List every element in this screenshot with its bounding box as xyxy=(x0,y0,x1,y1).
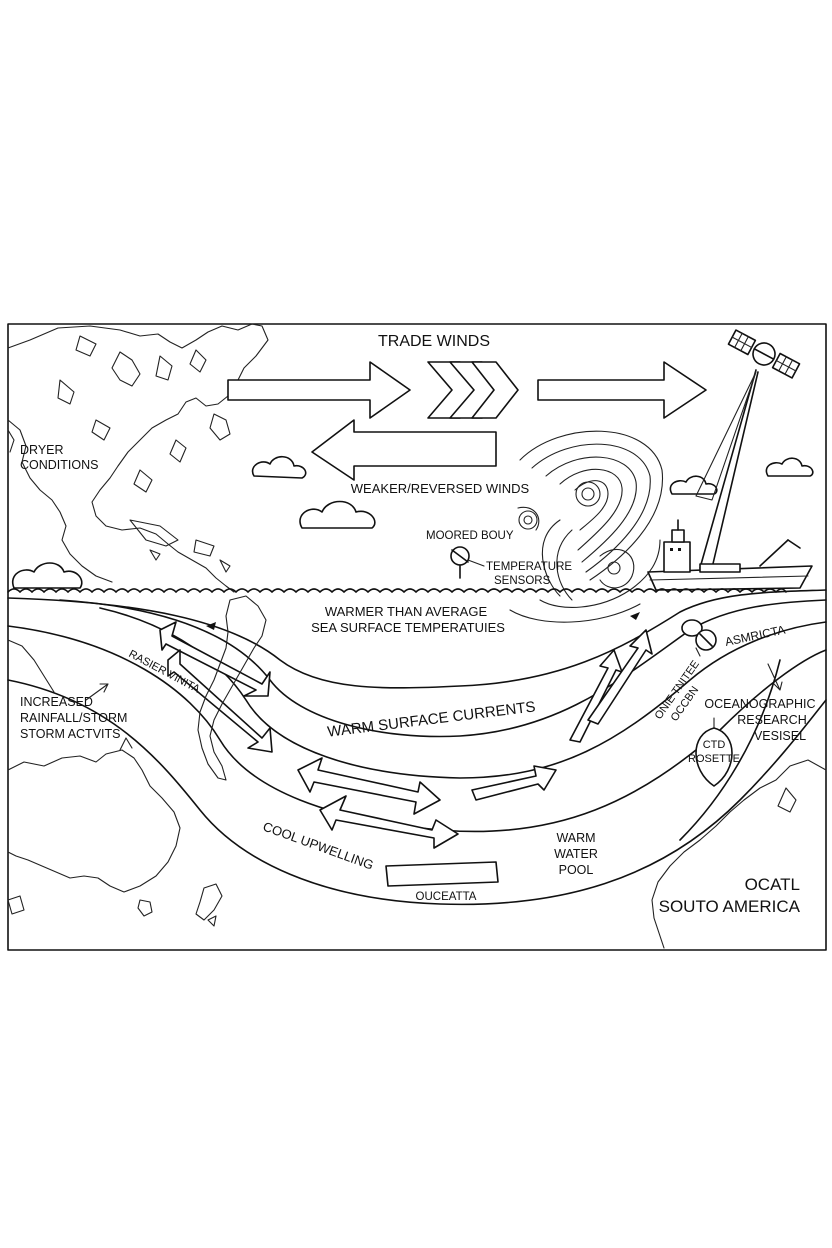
rainfall-pointer-arrow xyxy=(85,683,109,701)
ctd-rosette-icon xyxy=(695,717,733,787)
weaker-reversed-winds-label: WEAKER/REVERSED WINDS xyxy=(351,481,530,496)
cloud-icon xyxy=(251,455,307,479)
oceanographic-label-2: RESEARCH xyxy=(737,713,806,727)
satellite-icon xyxy=(727,329,801,379)
float-probe-icon xyxy=(681,619,717,657)
diagram-frame xyxy=(7,323,827,951)
small-marker xyxy=(206,622,216,630)
warmer-sst-label-1: WARMER THAN AVERAGE xyxy=(325,604,488,619)
oceanographic-label-1: OCEANOGRAPHIC xyxy=(704,697,815,711)
warmer-sst-label-2: SEA SURFACE TEMPERATUIES xyxy=(311,620,505,635)
cloud-icon xyxy=(299,500,376,529)
warm-surface-currents-label: WARM SURFACE CURRENTS xyxy=(326,698,536,740)
moored-buoy-icon xyxy=(450,546,485,579)
ocatl-label: OCATL xyxy=(745,875,800,894)
dryer-conditions-label-2: CONDITIONS xyxy=(20,458,98,472)
oceanographic-label-3: VESISEL xyxy=(754,729,806,743)
storm-swirl-icon xyxy=(509,430,664,623)
research-vessel-pointer xyxy=(767,663,783,691)
reversed-wind-arrow xyxy=(311,419,497,481)
warm-water-pool-label-3: POOL xyxy=(559,863,594,877)
research-ship-icon xyxy=(647,519,813,591)
trade-wind-arrow-1 xyxy=(227,361,411,419)
warm-water-pool-label-1: WARM xyxy=(556,831,595,845)
ocean-surface-line xyxy=(7,588,787,593)
cool-upwelling-label: COOL UPWELLING xyxy=(261,819,376,873)
trade-winds-label: TRADE WINDS xyxy=(378,333,490,350)
south-america-landmass xyxy=(197,595,267,781)
south-america-east-landmass xyxy=(651,759,827,949)
cloud-icon xyxy=(765,457,814,477)
oucenta-label: OUCEATTA xyxy=(416,891,477,903)
temperature-sensors-label-2: SENSORS xyxy=(494,575,551,587)
cloud-icon xyxy=(11,562,83,589)
current-arrows xyxy=(159,621,653,887)
temperature-sensors-label-1: TEMPERATURE xyxy=(486,561,572,573)
increased-rainfall-label-2: RAINFALL/STORM xyxy=(20,711,127,725)
increased-rainfall-label-1: INCREASED xyxy=(20,695,93,709)
warm-water-pool-label-2: WATER xyxy=(554,847,598,861)
dryer-conditions-label-1: DRYER xyxy=(20,443,64,457)
trade-wind-arrow-2 xyxy=(537,361,707,419)
small-marker xyxy=(630,612,640,620)
north-america-landmass xyxy=(7,323,269,593)
increased-rainfall-label-3: STORM ACTVITS xyxy=(20,727,120,741)
australia-landmass xyxy=(7,639,223,927)
south-america-label: SOUTO AMERICA xyxy=(659,897,801,916)
satellite-signal-beams xyxy=(695,369,759,569)
ctd-rosette-label-1: CTD xyxy=(703,739,726,751)
trade-wind-chevrons xyxy=(427,361,519,419)
moored-buoy-label: MOORED BOUY xyxy=(426,530,514,542)
ctd-rosette-label-2: ROSETTE xyxy=(688,753,740,765)
asmricta-label: ASMRICTA xyxy=(724,623,787,649)
cloud-icon xyxy=(669,475,718,495)
